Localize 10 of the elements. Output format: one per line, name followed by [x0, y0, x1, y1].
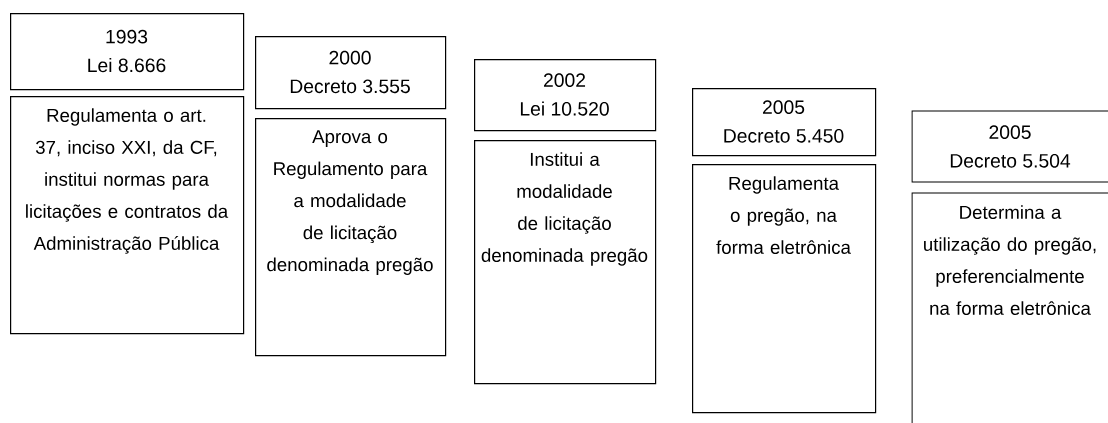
description-box: Regulamenta o pregão, na forma eletrônica — [692, 164, 877, 414]
description-box: Institui a modalidade de licitação denominada pregão — [474, 140, 657, 385]
title-box: 1993 Lei 8.666 — [10, 13, 245, 91]
description-box: Aprova o Regulamento para a modalidade de licitação denominada pregão — [255, 118, 447, 357]
title-box: 2002 Lei 10.520 — [474, 59, 657, 132]
description-box: Determina a utilização do pregão, preferencialmente na forma eletrônica — [911, 192, 1108, 423]
description-box: Regulamenta o art. 37, inciso XXI, da CF, institui normas para licitações e contratos da Administração Pública — [10, 96, 245, 335]
title-box: 2005 Decreto 5.504 — [911, 110, 1108, 183]
title-box: 2000 Decreto 3.555 — [255, 36, 447, 110]
title-box: 2005 Decreto 5.450 — [692, 88, 877, 157]
